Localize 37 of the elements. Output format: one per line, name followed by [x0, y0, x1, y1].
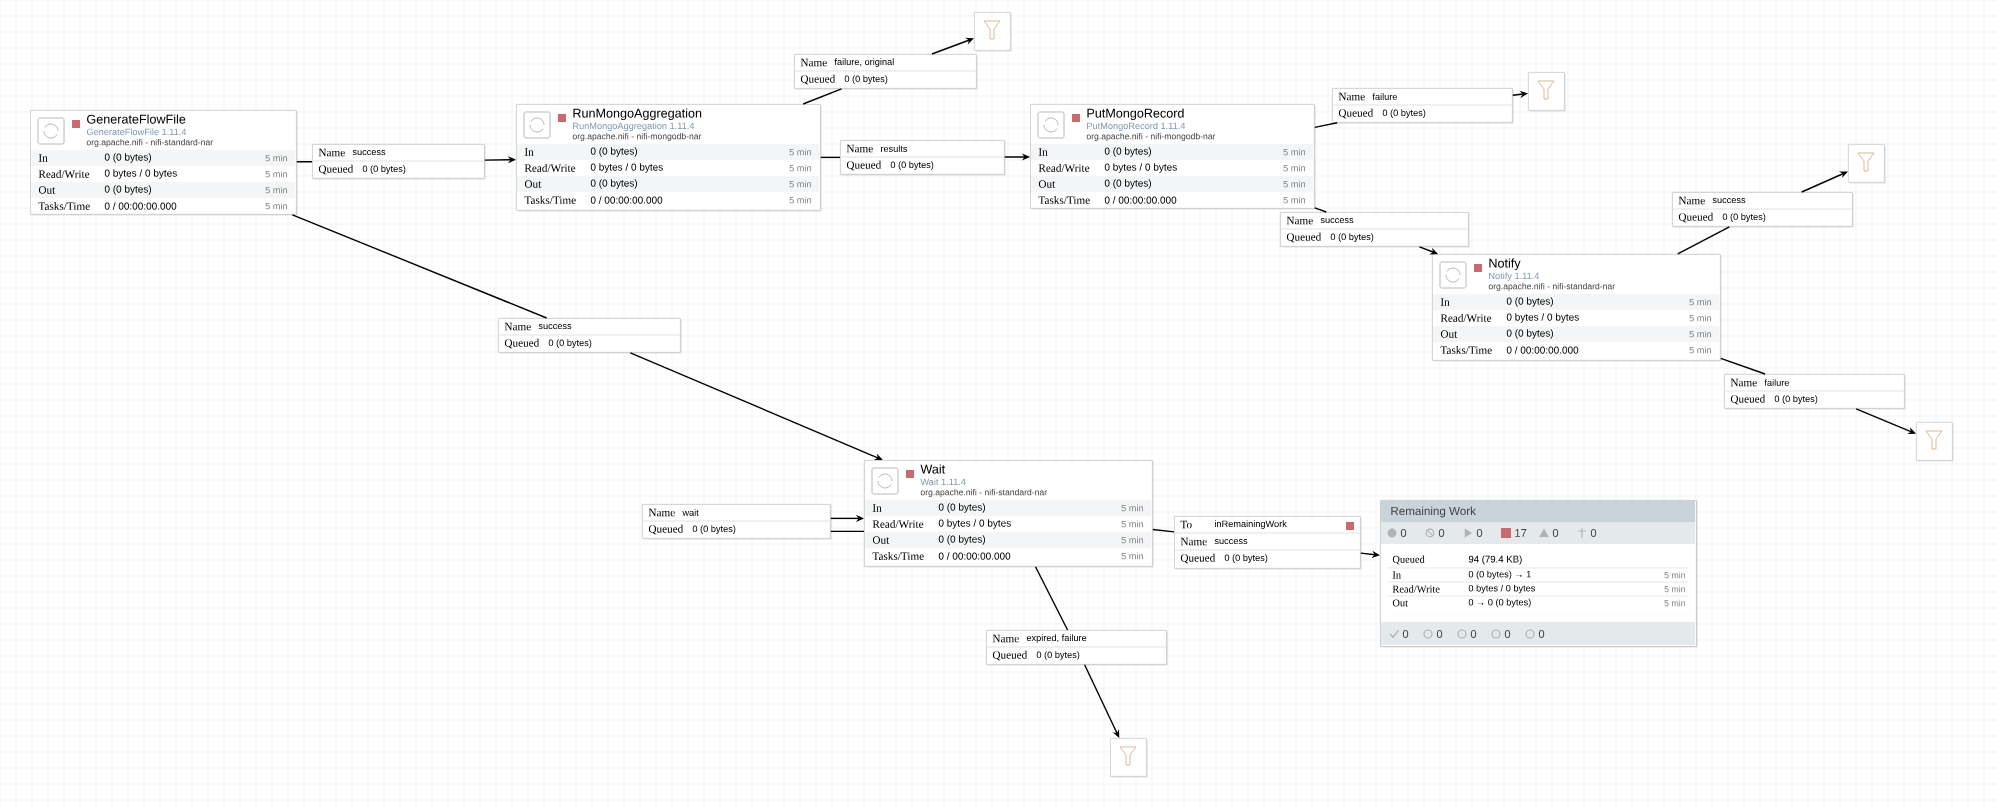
processor-box	[516, 104, 822, 212]
connection-line	[830, 530, 865, 533]
connection-box	[497, 318, 682, 354]
process-group-box	[1380, 500, 1698, 648]
connection-box	[641, 504, 832, 540]
connection-line	[1034, 566, 1069, 631]
connection-box	[1173, 516, 1362, 570]
connection-line	[1314, 207, 1327, 213]
connection-line	[1152, 528, 1175, 533]
connection-line	[820, 156, 841, 159]
connection-box	[1671, 192, 1854, 228]
connection-line	[1314, 122, 1338, 129]
processor-box	[1030, 104, 1316, 210]
connection-line	[296, 161, 313, 163]
connection-line	[1855, 408, 1916, 434]
connection-box	[793, 54, 978, 90]
connection-line	[291, 214, 548, 319]
connection-box	[839, 140, 1006, 176]
connection-line	[1083, 664, 1120, 738]
connection-line	[1801, 171, 1848, 193]
funnel-box	[1528, 72, 1566, 112]
connection-box	[1331, 88, 1514, 124]
connection-box	[1723, 374, 1906, 410]
connection-line	[1677, 226, 1731, 255]
connection-box	[311, 144, 486, 180]
connection-box	[985, 630, 1168, 666]
processor-box	[30, 110, 298, 216]
connection-box	[1279, 212, 1470, 248]
funnel-box	[1916, 422, 1954, 462]
funnel-box	[974, 12, 1012, 52]
connection-line	[802, 88, 843, 105]
funnel-box	[1110, 738, 1148, 778]
processor-box	[864, 460, 1154, 568]
funnel-box	[1848, 144, 1886, 184]
connection-line	[1720, 357, 1766, 375]
processor-box	[1432, 254, 1722, 362]
connection-line	[931, 37, 974, 55]
